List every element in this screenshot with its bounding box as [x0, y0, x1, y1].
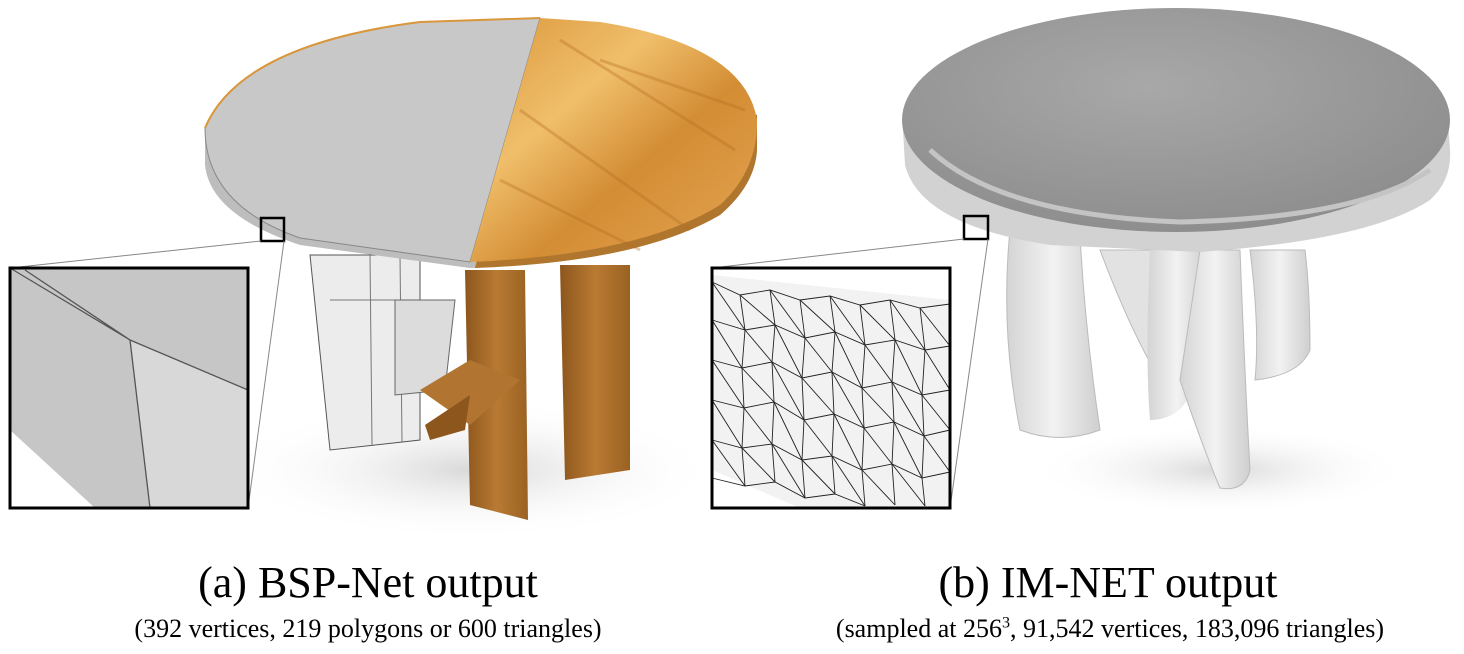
panel-a-label: (a) BSP-Net output: [198, 558, 538, 607]
bsp-net-zoom-inset: [8, 266, 250, 510]
panel-a-details: (392 vertices, 219 polygons or 600 trian…: [134, 614, 602, 643]
panel-b-details-prefix: (sampled at 256: [835, 614, 1002, 643]
im-net-zoom-inset: [710, 266, 952, 510]
im-net-render: [711, 8, 1451, 515]
panel-b-details: (sampled at 2563, 91,542 vertices, 183,0…: [770, 614, 1450, 643]
figure-renderings: [8, 8, 1451, 540]
panel-b-details-suffix: , 91,542 vertices, 183,096 triangles): [1010, 614, 1385, 643]
bsp-net-render: [9, 17, 758, 540]
panel-b-details-exponent: 3: [1001, 614, 1011, 632]
panel-b-label: (b) IM-NET output: [938, 558, 1278, 607]
